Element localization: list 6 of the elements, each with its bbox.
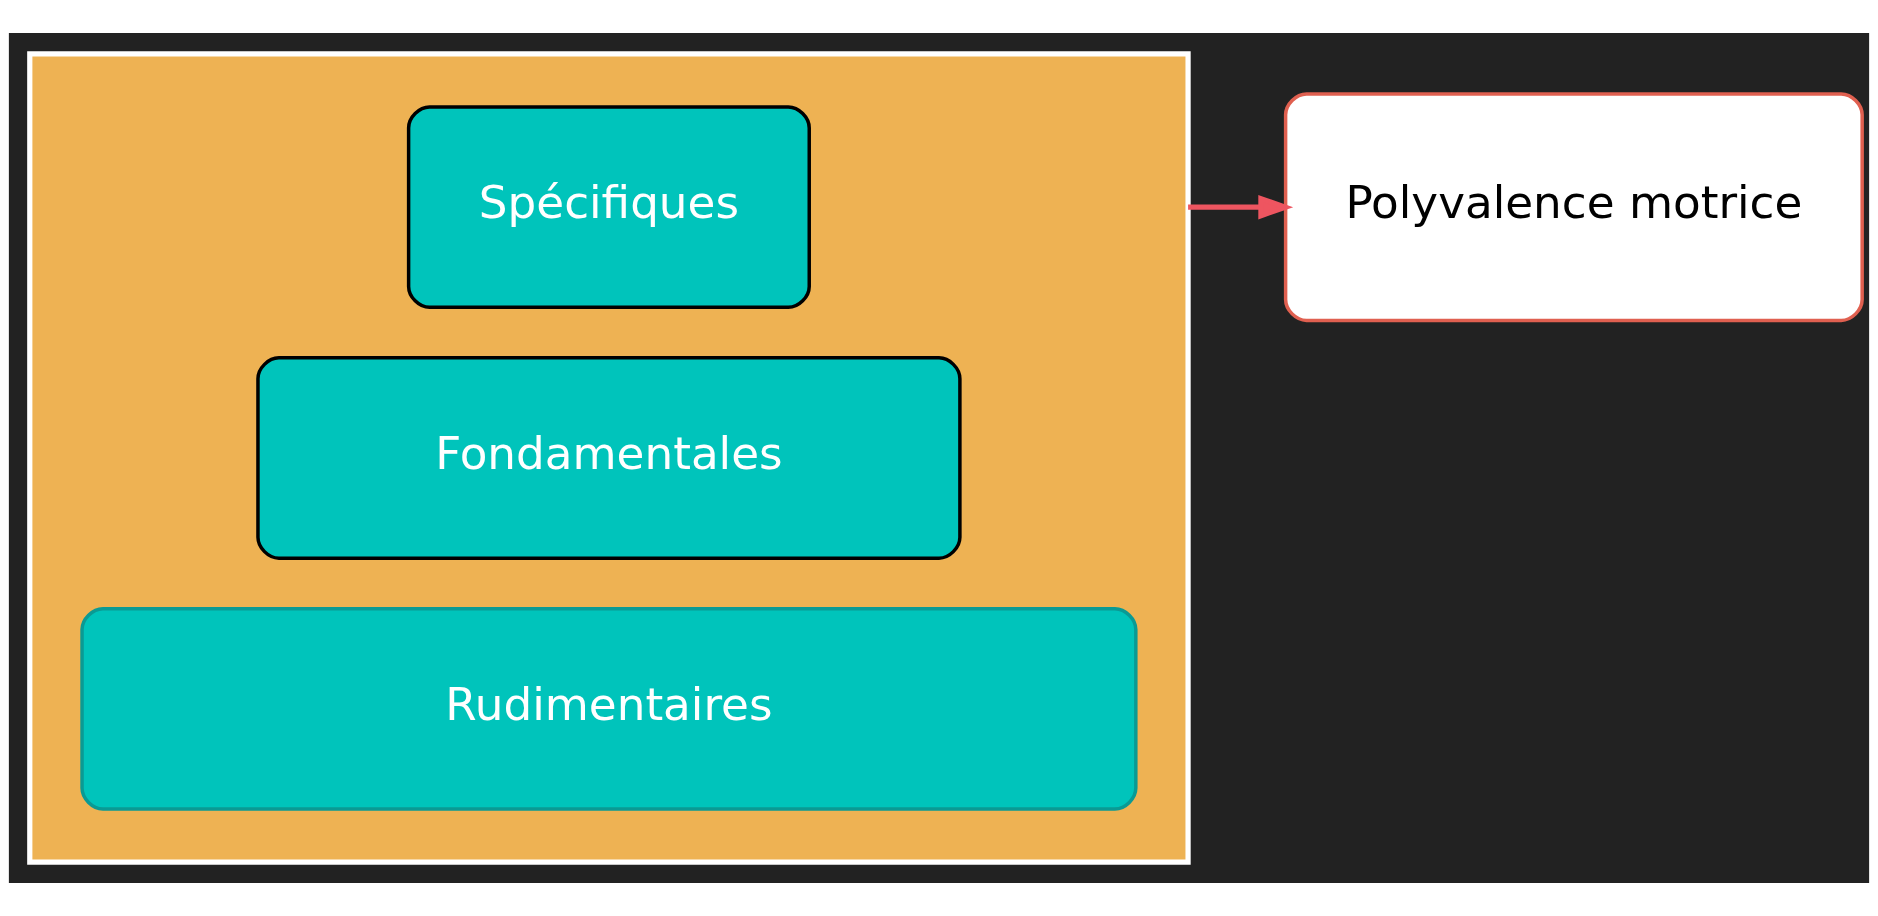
- arrow: [1188, 194, 1294, 220]
- node-box: Rudimentaires: [80, 606, 1138, 811]
- node-box: Fondamentales: [256, 356, 962, 560]
- node-box: Spécifiques: [406, 105, 811, 310]
- cluster: [27, 51, 1191, 865]
- node-box: Polyvalence motrice: [1283, 92, 1864, 323]
